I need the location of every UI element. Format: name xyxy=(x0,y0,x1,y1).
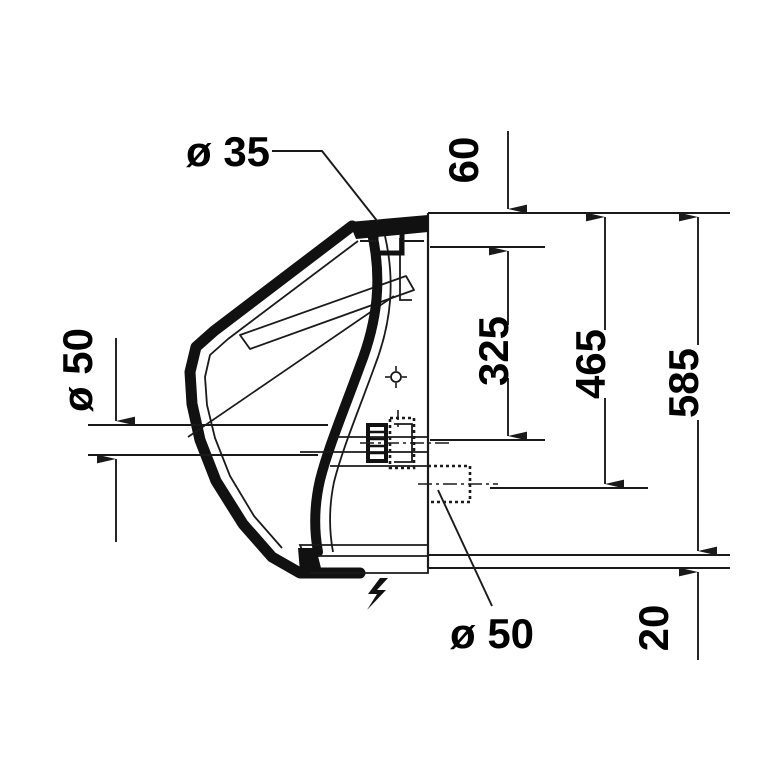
bottom-outlet-dimension-group: ø 50 xyxy=(437,489,534,657)
dimension-20-label: 20 xyxy=(630,605,677,652)
urinal-internal-wall-inner xyxy=(329,235,392,553)
sensor-crosshair-detail xyxy=(385,366,407,388)
inlet-diameter-label-group: ø 35 xyxy=(186,128,379,223)
urinal-cavity-outline xyxy=(399,238,412,301)
urinal-internal-wall xyxy=(310,228,383,557)
hidden-outlet-pipe-group xyxy=(360,410,498,504)
urinal-body-group xyxy=(184,213,498,610)
electrical-connection-icon xyxy=(367,578,388,610)
urinal-bowl-slot-detail xyxy=(239,275,415,350)
bottom-outlet-leader-line xyxy=(437,489,493,607)
dimension-20-group: 20 xyxy=(630,567,699,660)
dimension-60-group: 60 xyxy=(440,131,527,214)
hidden-pipe-flange xyxy=(388,416,416,470)
dimension-325-label: 325 xyxy=(470,316,517,386)
inlet-diameter-label: ø 35 xyxy=(186,128,270,175)
dimension-465-group: 465 xyxy=(567,212,624,489)
urinal-inner-bowl-line xyxy=(204,240,359,549)
dimension-325-group: 325 xyxy=(470,246,527,441)
dimension-585-label: 585 xyxy=(660,348,707,418)
left-outlet-diameter-label: ø 50 xyxy=(54,328,101,412)
urinal-base-corner-block xyxy=(298,548,322,572)
left-outlet-dimension-group: ø 50 xyxy=(54,328,328,542)
urinal-bowl-slope-line xyxy=(187,295,395,438)
dimension-60-label: 60 xyxy=(440,137,487,184)
dimension-465-label: 465 xyxy=(567,329,614,399)
urinal-outer-shell xyxy=(184,220,366,579)
inlet-diameter-leader-line xyxy=(272,150,379,223)
dimension-585-group: 585 xyxy=(660,212,717,556)
bottom-outlet-diameter-label: ø 50 xyxy=(450,610,534,657)
